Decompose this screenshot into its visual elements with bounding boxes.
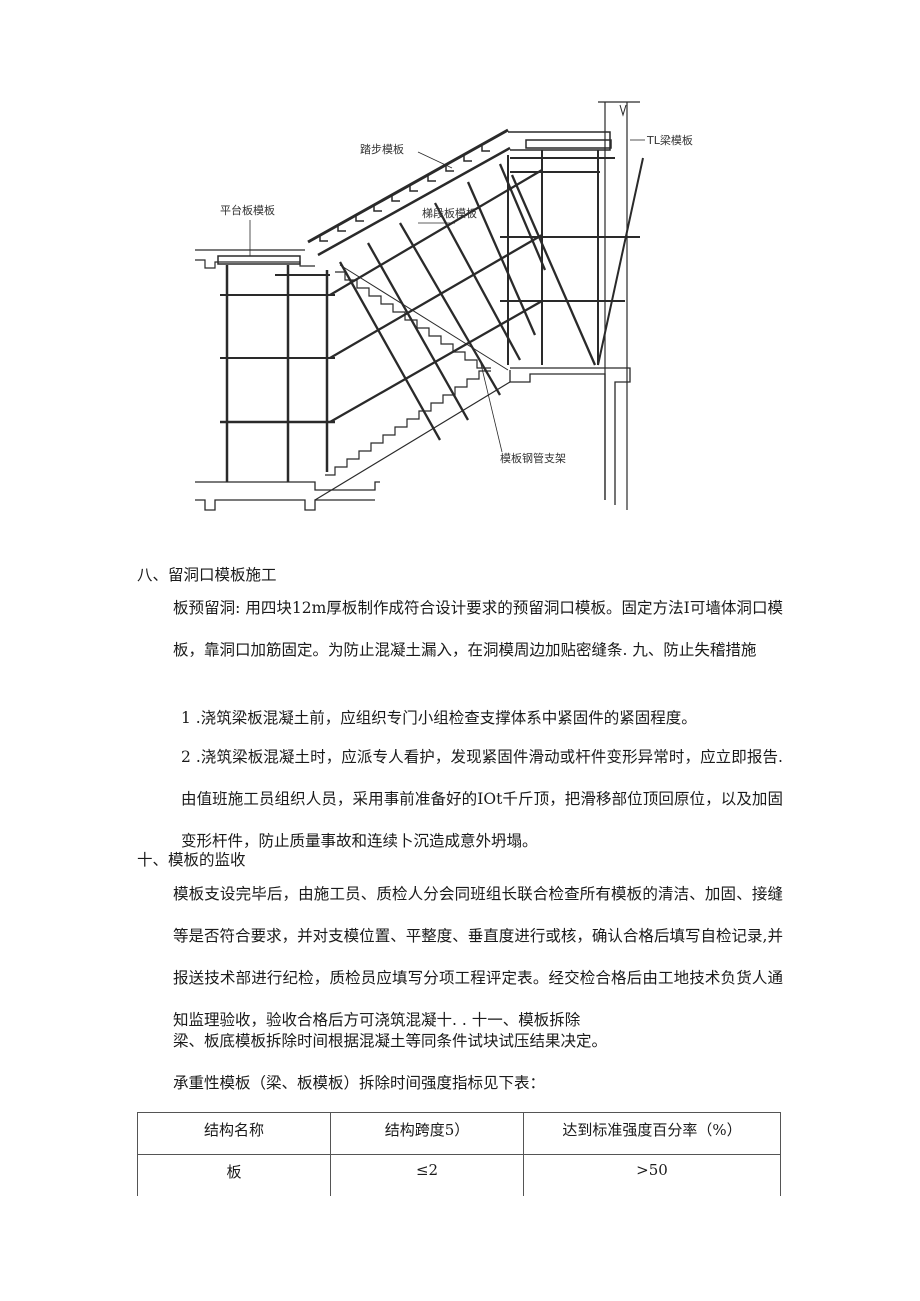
stair-formwork-diagram: 踏步模板 平台板模板 梯段板模板 TL梁模板 模板钢管支架 bbox=[190, 90, 740, 520]
label-platform-formwork: 平台板模板 bbox=[220, 203, 275, 217]
section-10-title: 十、模板的监收 bbox=[137, 851, 246, 869]
section-8-body: 板预留洞: 用四块12m厚板制作成符合设计要求的预留洞口模板。固定方法I可墙体洞… bbox=[173, 599, 783, 659]
section-8-title: 八、留洞口模板施工 bbox=[137, 566, 277, 584]
label-stair-slab-formwork: 梯段板模板 bbox=[422, 206, 477, 220]
section-11-paragraph-1: 梁、板底模板拆除时间根据混凝土等同条件试块试压结果决定。 bbox=[173, 1032, 608, 1050]
label-tread-formwork: 踏步模板 bbox=[360, 142, 404, 156]
section-9-item-1: 1 .浇筑梁板混凝土前，应组织专门小组检查支撑体系中紧固件的紧固程度。 bbox=[181, 709, 697, 727]
table-cell: ≤2 bbox=[330, 1154, 524, 1196]
table-cell: >50 bbox=[523, 1154, 781, 1196]
table-row: 板 ≤2 >50 bbox=[137, 1154, 781, 1196]
section-9-item-2: 2 .浇筑梁板混凝土时，应派专人看护，发现紧固件滑动或杆件变形异常时，应立即报告… bbox=[181, 748, 783, 850]
label-tl-beam-formwork: TL梁模板 bbox=[646, 133, 693, 147]
table-cell: 板 bbox=[137, 1154, 331, 1196]
label-steel-tube-support: 模板钢管支架 bbox=[500, 451, 566, 465]
section-10-body: 模板支设完毕后，由施工员、质检人分会同班组长联合检查所有模板的清洁、加固、接缝等… bbox=[173, 885, 783, 1029]
table-header-cell: 结构名称 bbox=[137, 1112, 331, 1155]
table-header-cell: 结构跨度5） bbox=[330, 1112, 524, 1155]
strength-table: 结构名称 结构跨度5） 达到标准强度百分率（%） 板 ≤2 >50 bbox=[137, 1112, 781, 1196]
table-header-row: 结构名称 结构跨度5） 达到标准强度百分率（%） bbox=[137, 1112, 781, 1155]
section-11-paragraph-2: 承重性模板（梁、板模板）拆除时间强度指标见下表： bbox=[173, 1074, 546, 1092]
table-header-cell: 达到标准强度百分率（%） bbox=[523, 1112, 781, 1155]
